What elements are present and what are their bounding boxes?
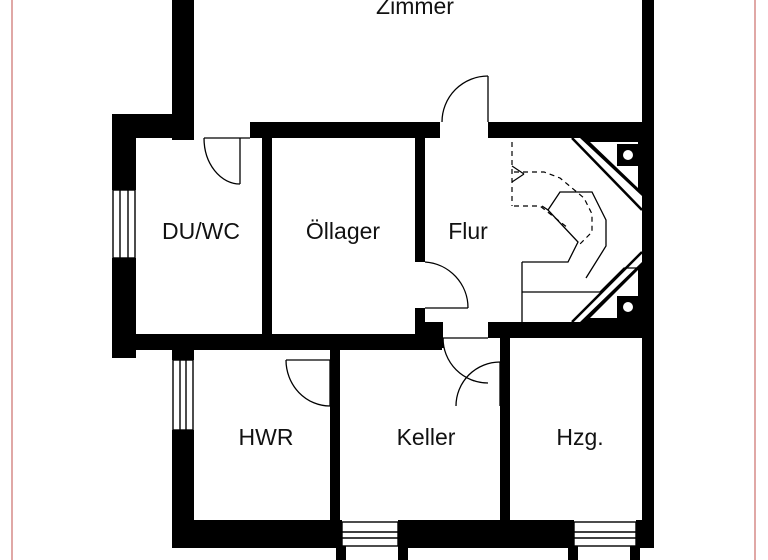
window-du-wc [112, 189, 136, 259]
door-du-wc [203, 137, 250, 185]
window-bottom-right [573, 521, 637, 547]
room-label-hzg: Hzg. [556, 424, 603, 450]
wall-pier-1 [336, 540, 346, 560]
wall-top-mid [250, 122, 440, 138]
wall-hwr-left-lower [172, 430, 194, 548]
wall-du-wc-left-upper [112, 114, 136, 190]
wall-middle-right [488, 322, 654, 338]
room-label-du-wc: DU/WC [162, 218, 240, 244]
wall-pier-3 [568, 540, 578, 560]
wall-du-wc-oellager [262, 138, 272, 334]
wall-bottom-3 [636, 520, 654, 548]
room-label-keller: Keller [397, 424, 456, 450]
wall-oellager-flur-lower [415, 308, 425, 348]
door-keller [455, 361, 501, 407]
door-flur-lower [442, 337, 489, 384]
windows [112, 189, 637, 547]
wall-middle-stub [425, 322, 443, 348]
wall-oellager-flur-upper [415, 138, 425, 262]
wall-hwr-left-upper [172, 334, 194, 360]
wall-zimmer-left [172, 0, 194, 140]
wall-pier-4 [630, 540, 640, 560]
room-label-flur: Flur [448, 218, 488, 244]
wall-zimmer-right [642, 0, 654, 145]
wall-pier-2 [398, 540, 408, 560]
room-label-hwr: HWR [239, 424, 294, 450]
stairs [511, 137, 643, 323]
wall-right-outer [642, 138, 654, 536]
room-label-oellager: Öllager [306, 218, 380, 244]
wall-bottom-2 [398, 520, 574, 548]
wall-keller-hzg [500, 336, 510, 522]
room-label-zimmer: Zimmer [376, 0, 454, 19]
window-bottom-left [341, 521, 399, 547]
wall-hwr-keller [330, 348, 340, 522]
door-oellager [424, 261, 469, 309]
doors [203, 75, 501, 407]
wall-bottom-1 [172, 520, 342, 548]
door-zimmer [441, 75, 489, 123]
window-hwr [172, 359, 194, 431]
wall-middle-left [112, 334, 442, 350]
walls [112, 0, 654, 560]
door-hwr [285, 359, 331, 407]
wall-top-right [488, 122, 654, 138]
